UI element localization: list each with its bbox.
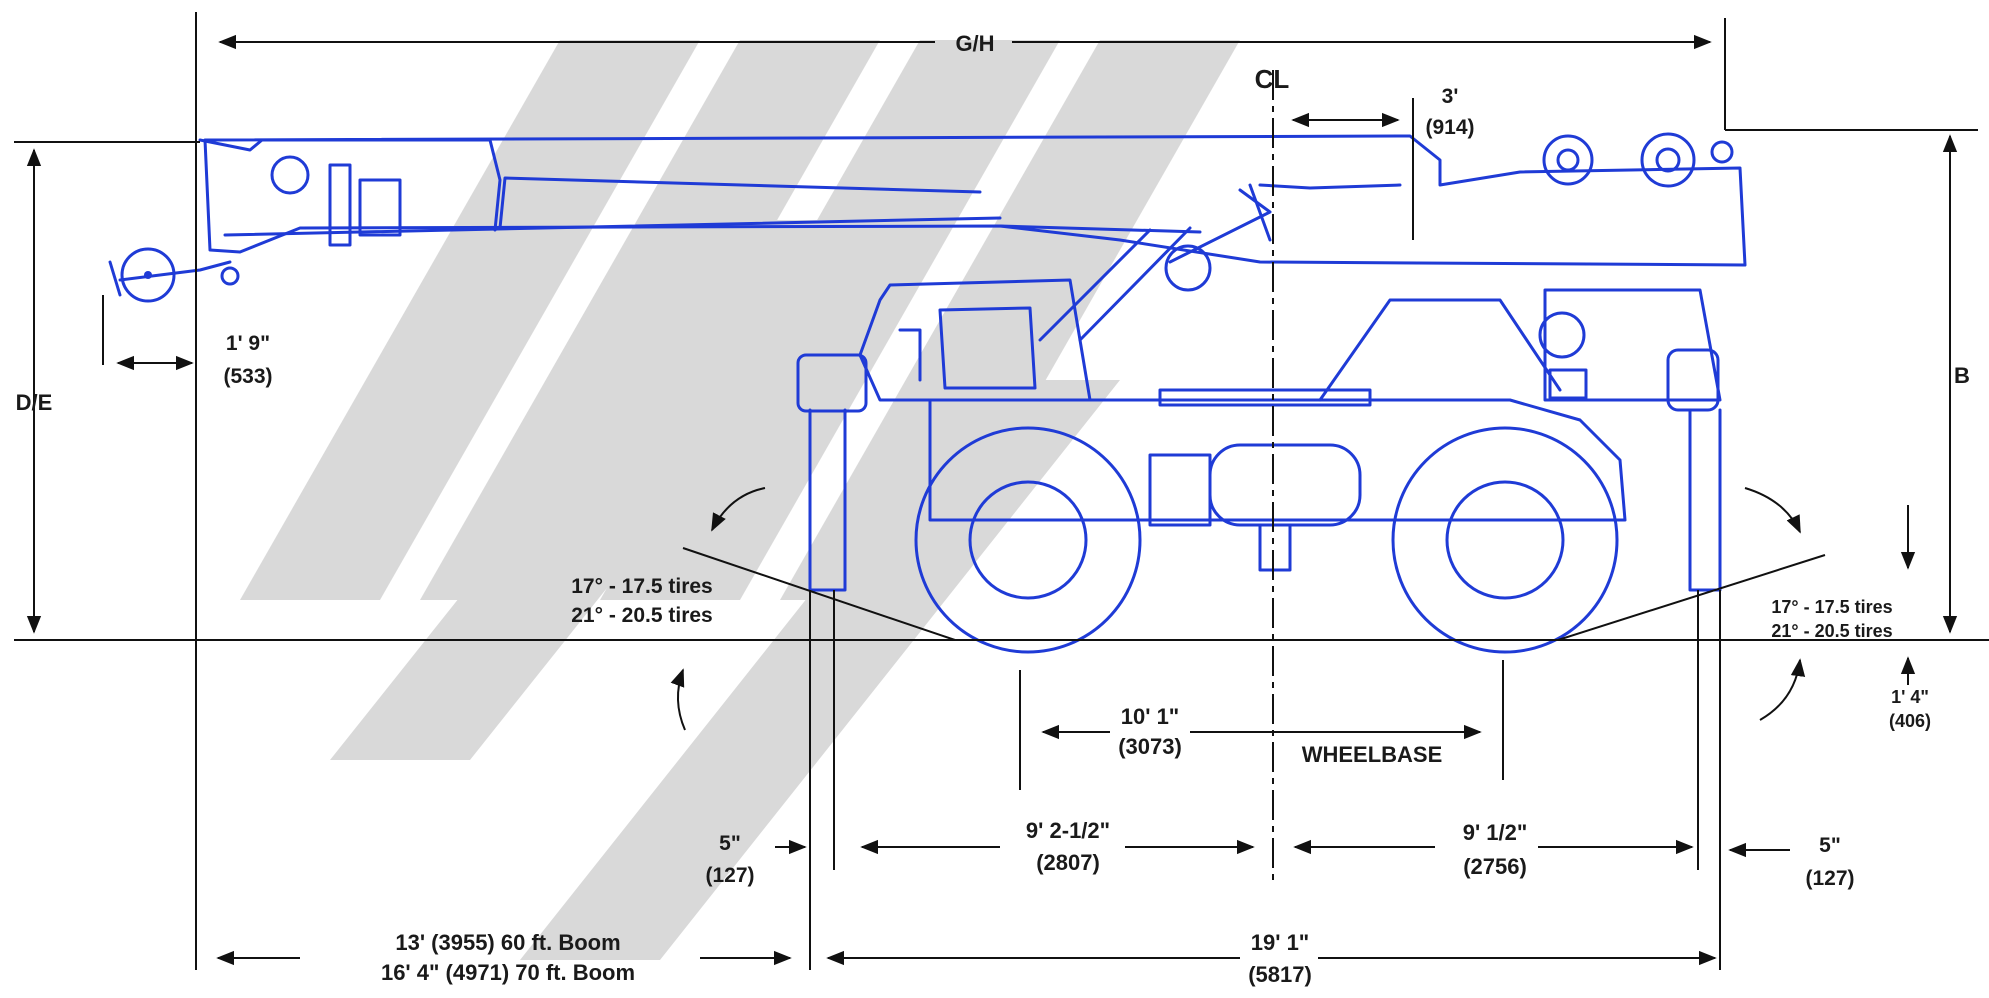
overall-chassis-imperial: 19' 1" bbox=[1251, 930, 1309, 955]
front-overhang-metric: (127) bbox=[705, 864, 754, 887]
overall-length-label: G/H bbox=[955, 31, 994, 56]
boom-overhang-line2: 16' 4" (4971) 70 ft. Boom bbox=[381, 960, 635, 985]
departure-angle-line2: 21° - 20.5 tires bbox=[1771, 621, 1892, 641]
approach-angle-line bbox=[682, 547, 956, 641]
wheelbase-metric: (3073) bbox=[1118, 734, 1182, 759]
approach-angle-line2: 21° - 20.5 tires bbox=[571, 604, 712, 627]
centerline-label: CL bbox=[1255, 64, 1290, 94]
approach-angle-line1: 17° - 17.5 tires bbox=[571, 575, 712, 598]
rear-overhang-metric: (127) bbox=[1805, 867, 1854, 890]
boom-overhang-line1: 13' (3955) 60 ft. Boom bbox=[395, 930, 620, 955]
boom-height-label: D/E bbox=[16, 390, 53, 415]
deck-height-label: B bbox=[1954, 363, 1970, 388]
overall-chassis-metric: (5817) bbox=[1248, 962, 1312, 987]
wheelbase-label: WHEELBASE bbox=[1302, 742, 1443, 767]
reference-lines bbox=[14, 12, 1989, 970]
boom-offset-imperial: 3' bbox=[1442, 85, 1459, 108]
watermark-logo bbox=[240, 40, 1240, 960]
departure-angle-line bbox=[1557, 554, 1826, 641]
wheelbase-imperial: 10' 1" bbox=[1121, 704, 1179, 729]
center-to-rear-imperial: 9' 1/2" bbox=[1463, 820, 1528, 845]
ground-clearance-metric: (406) bbox=[1889, 711, 1931, 731]
front-to-center-imperial: 9' 2-1/2" bbox=[1026, 818, 1110, 843]
front-overhang-imperial: 5" bbox=[719, 832, 741, 855]
front-to-center-metric: (2807) bbox=[1036, 850, 1100, 875]
boom-offset-metric: (914) bbox=[1425, 116, 1474, 139]
crane-illustration bbox=[108, 132, 1747, 654]
dimension-labels: G/H D/E B CL 3' (914) 1' 9" (533) 17° - … bbox=[16, 31, 1970, 987]
rear-overhang-imperial: 5" bbox=[1819, 834, 1841, 857]
center-to-rear-metric: (2756) bbox=[1463, 854, 1527, 879]
boom-tip-imperial: 1' 9" bbox=[226, 332, 270, 355]
dimension-arrows bbox=[26, 34, 1958, 966]
departure-angle-line1: 17° - 17.5 tires bbox=[1771, 597, 1892, 617]
boom-tip-metric: (533) bbox=[223, 365, 272, 388]
ground-clearance-imperial: 1' 4" bbox=[1891, 687, 1929, 707]
